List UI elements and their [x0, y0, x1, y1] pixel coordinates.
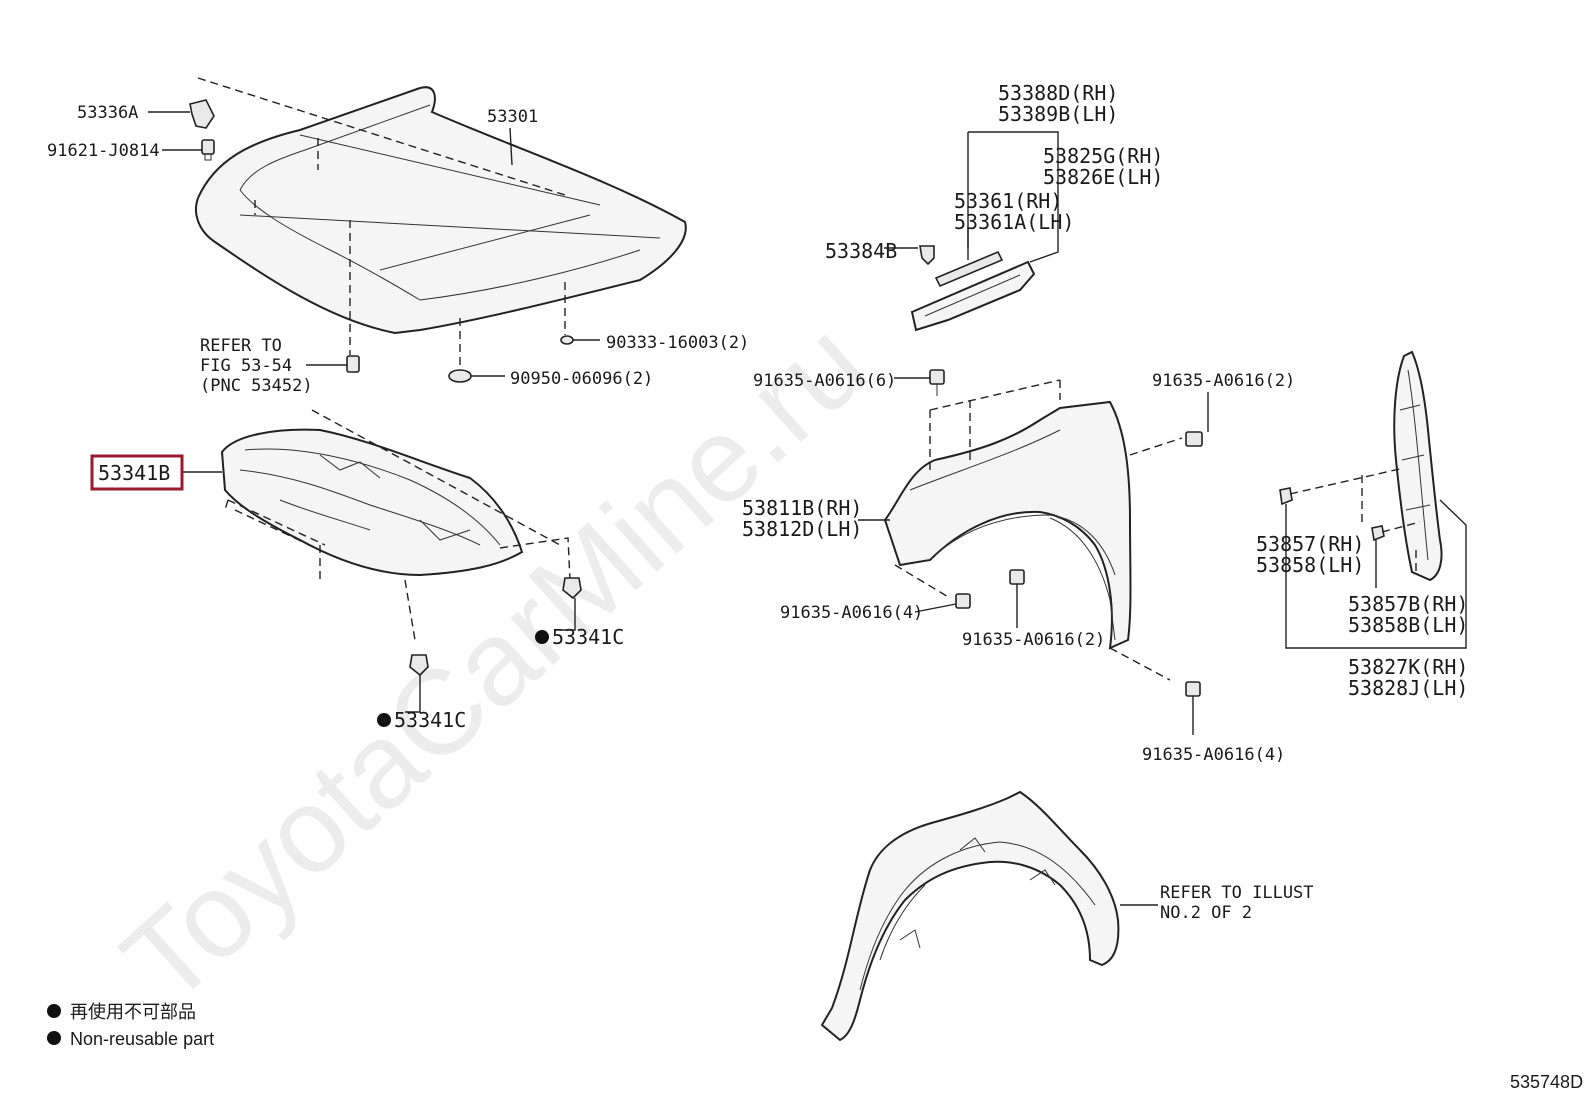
- label-53388d: 53388D(RH): [998, 81, 1118, 105]
- label-91621-j0814: 91621-J0814: [47, 141, 160, 161]
- label-53389b: 53389B(LH): [998, 102, 1118, 126]
- label-53301: 53301: [487, 107, 538, 127]
- plug-90950-06096[interactable]: [448, 369, 472, 383]
- label-91635-a0616-4-front: 91635-A0616(4): [780, 603, 923, 623]
- hood-stay-bracket-53336a[interactable]: [189, 99, 215, 129]
- label-91635-a0616-2-middle: 91635-A0616(2): [962, 630, 1105, 650]
- bolt-91635-a0616-rear[interactable]: [1185, 681, 1201, 697]
- cushion-90333-16003[interactable]: [560, 335, 574, 345]
- label-refer-fig-3: (PNC 53452): [200, 376, 313, 396]
- hood-53301[interactable]: [195, 86, 687, 335]
- clip-53857[interactable]: [1279, 487, 1293, 506]
- bolt-91635-a0616-middle[interactable]: [1009, 569, 1025, 585]
- fender-seal-53825g[interactable]: [910, 260, 1036, 332]
- label-53811b: 53811B(RH): [742, 496, 862, 520]
- legend-text-en: Non-reusable part: [70, 1029, 214, 1049]
- front-fender-53811b[interactable]: [883, 400, 1132, 650]
- watermark: ToyotaCarMine.ru: [98, 296, 891, 1029]
- bolt-91621-j0814[interactable]: [201, 139, 215, 161]
- legend-dot-en: [47, 1031, 61, 1045]
- label-53858: 53858(LH): [1256, 553, 1364, 577]
- label-refer-illust-1: REFER TO ILLUST: [1160, 883, 1314, 903]
- label-53826e: 53826E(LH): [1043, 165, 1163, 189]
- highlight-box: [90, 454, 184, 491]
- fender-liner-seal-53827k[interactable]: [1393, 350, 1443, 582]
- label-53336a: 53336A: [77, 103, 138, 123]
- legend-dot-jp: [47, 1004, 61, 1018]
- label-91635-a0616-4-rear: 91635-A0616(4): [1142, 745, 1285, 765]
- label-53341c-bottom: 53341C: [394, 708, 466, 732]
- label-53361a: 53361A(LH): [954, 210, 1074, 234]
- bolt-91635-a0616-front[interactable]: [955, 593, 971, 609]
- label-53857b: 53857B(RH): [1348, 592, 1468, 616]
- label-53384b: 53384B: [825, 239, 897, 263]
- label-91635-a0616-2-right: 91635-A0616(2): [1152, 371, 1295, 391]
- label-53858b: 53858B(LH): [1348, 613, 1468, 637]
- bolt-91635-a0616-right[interactable]: [1185, 431, 1203, 447]
- bolt-91635-a0616-top[interactable]: [929, 369, 945, 396]
- seal-53361[interactable]: [934, 250, 1004, 288]
- fender-liner-lower[interactable]: [820, 790, 1120, 1042]
- figure-code: 535748D: [1510, 1072, 1583, 1092]
- label-refer-illust-2: NO.2 OF 2: [1160, 903, 1252, 923]
- label-refer-fig-2: FIG 53-54: [200, 356, 292, 376]
- clip-53384b[interactable]: [919, 245, 935, 266]
- label-90333-16003: 90333-16003(2): [606, 333, 749, 353]
- clip-53341c-right[interactable]: [562, 577, 582, 600]
- label-53812d: 53812D(LH): [742, 517, 862, 541]
- hood-insulator-53341b[interactable]: [220, 428, 524, 577]
- label-53341b[interactable]: 53341B: [98, 461, 170, 485]
- non-reusable-marker: [377, 713, 391, 727]
- label-53857: 53857(RH): [1256, 532, 1364, 556]
- label-90950-06096: 90950-06096(2): [510, 369, 653, 389]
- clip-53857b[interactable]: [1371, 525, 1385, 542]
- label-91635-a0616-6: 91635-A0616(6): [753, 371, 896, 391]
- label-53827k: 53827K(RH): [1348, 655, 1468, 679]
- label-53828j: 53828J(LH): [1348, 676, 1468, 700]
- clip-refer-53452[interactable]: [346, 355, 360, 373]
- label-53361: 53361(RH): [954, 189, 1062, 213]
- label-refer-fig-1: REFER TO: [200, 336, 282, 356]
- legend-text-jp: 再使用不可部品: [70, 1002, 196, 1022]
- label-53341c-right: 53341C: [552, 625, 624, 649]
- non-reusable-marker: [535, 630, 549, 644]
- label-53825g: 53825G(RH): [1043, 144, 1163, 168]
- clip-53341c-bottom[interactable]: [409, 654, 429, 677]
